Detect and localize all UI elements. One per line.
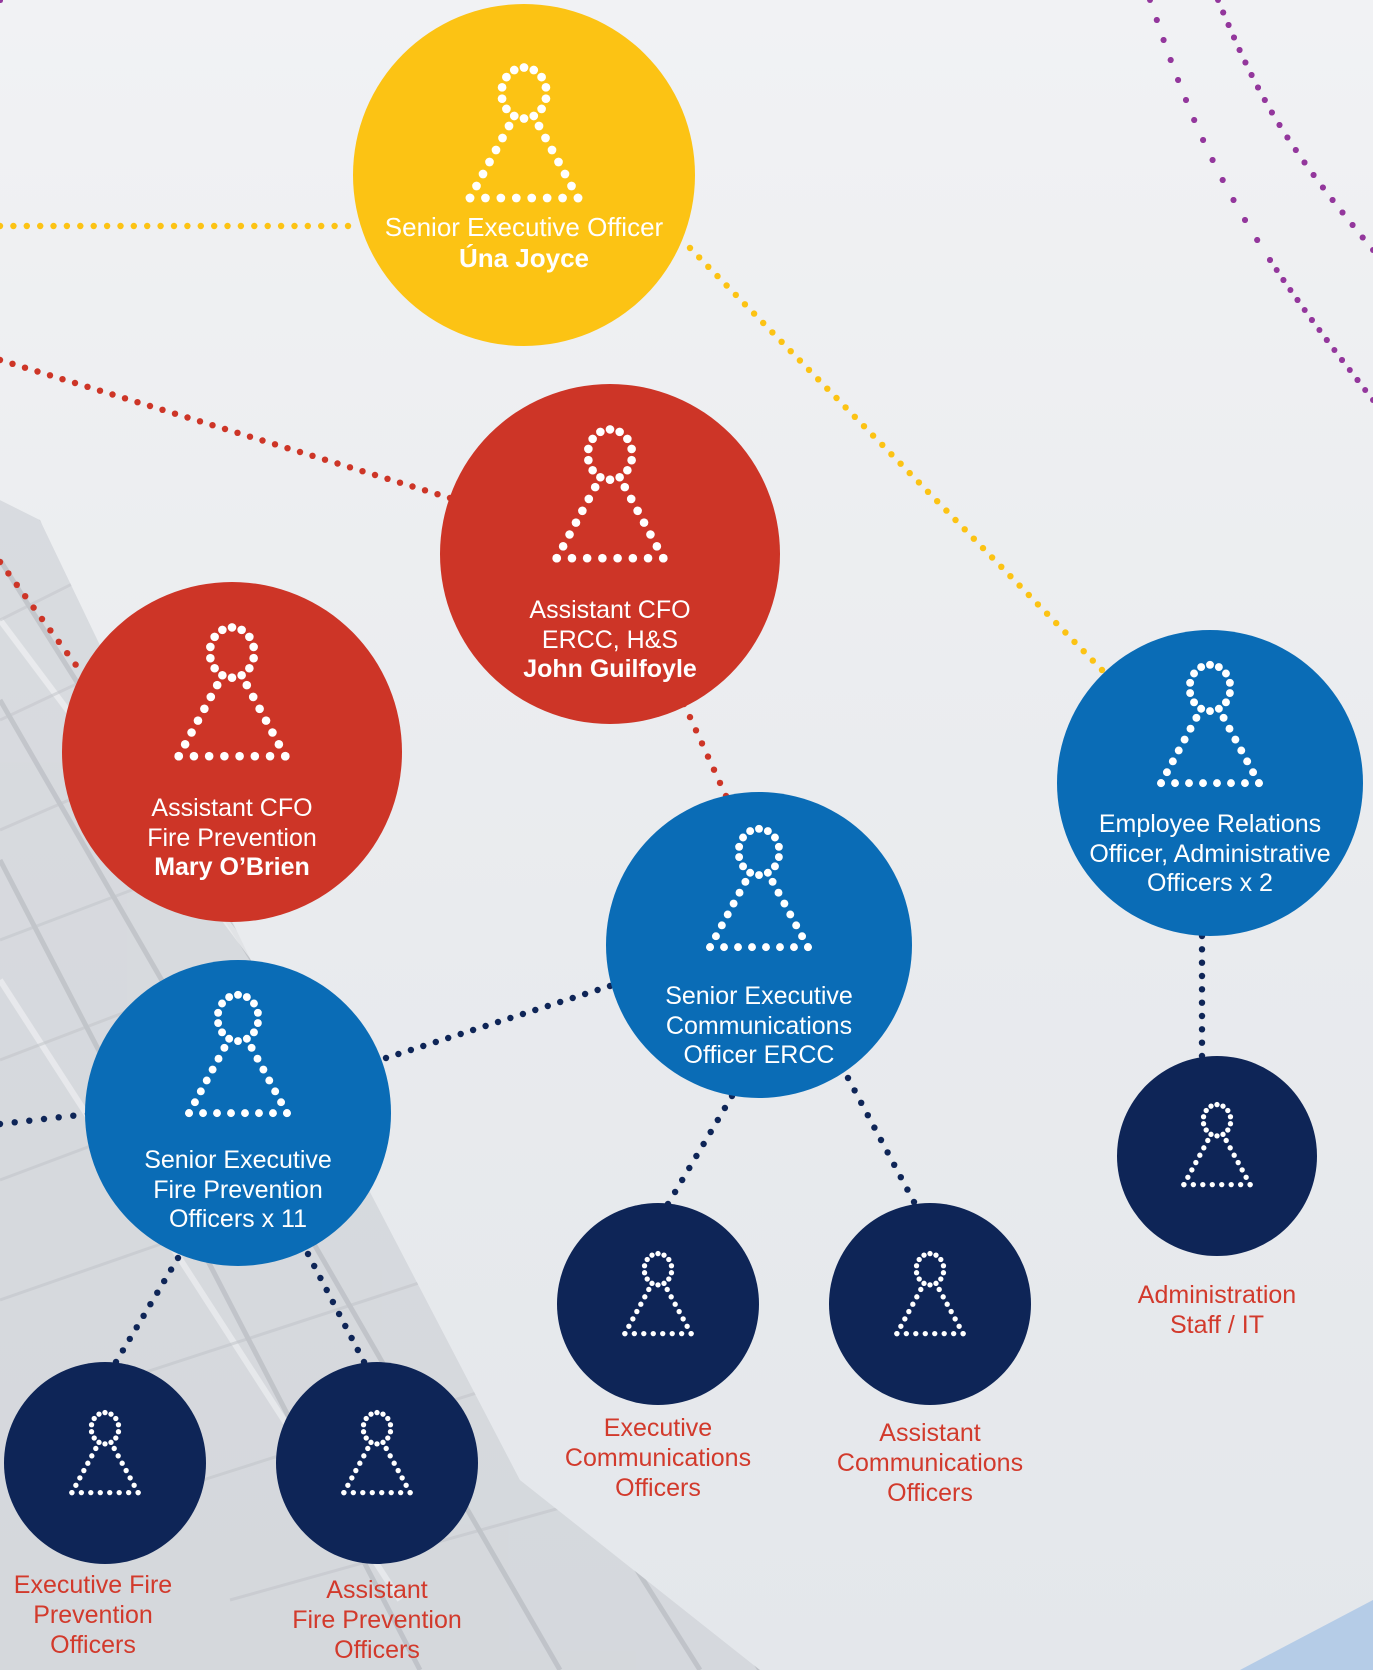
label-line: Communications <box>564 1444 752 1472</box>
role-text: Officers x 11 <box>168 1205 307 1233</box>
connector-seo-left <box>0 222 352 230</box>
label-line: Officers <box>887 1479 973 1507</box>
node-assistant-communications-officers <box>829 1203 1031 1405</box>
role-text: Assistant CFO <box>151 794 313 822</box>
person-outline-icon <box>1181 1101 1253 1188</box>
person-outline-icon <box>69 1409 141 1496</box>
connector-sefpo-seco <box>382 982 614 1062</box>
label-executive-communications-officers: Executive Communications Officers <box>533 1413 783 1503</box>
label-line: Officers <box>50 1631 136 1659</box>
connector-seo-ero <box>686 244 1106 674</box>
person-name: Mary O’Brien <box>154 853 310 881</box>
node-senior-executive-communications-officer: Senior Executive Communications Officer … <box>606 792 912 1098</box>
person-outline-icon <box>1157 660 1263 788</box>
node-label: Assistant CFO ERCC, H&S John Guilfoyle <box>523 596 697 685</box>
label-line: Prevention <box>33 1601 153 1629</box>
decorative-arc-1 <box>1354 377 1373 403</box>
decorative-arc-2 <box>1359 234 1373 253</box>
label-line: Officers <box>334 1636 420 1664</box>
person-outline-icon <box>185 990 291 1118</box>
connector-sefpo-afpo <box>304 1250 368 1366</box>
role-text: Employee Relations <box>1098 810 1322 838</box>
node-executive-communications-officers <box>557 1203 759 1405</box>
label-line: Assistant <box>879 1419 981 1447</box>
role-text: Officers x 2 <box>1147 869 1273 897</box>
person-outline-icon <box>894 1250 966 1337</box>
role-text: Officer ERCC <box>683 1041 835 1069</box>
decorative-arc-3 <box>0 0 3 3</box>
label-line: Executive Fire <box>13 1571 173 1599</box>
node-label: Senior Executive Fire Prevention Officer… <box>144 1146 332 1235</box>
person-outline-icon <box>174 623 290 761</box>
role-text: Senior Executive <box>144 1146 332 1174</box>
node-senior-executive-officer: Senior Executive Officer Úna Joyce <box>353 4 695 346</box>
person-outline-icon <box>552 425 668 563</box>
label-line: Executive <box>603 1414 713 1442</box>
connector-acfo-ercc-seco <box>680 700 730 800</box>
node-senior-executive-fire-prevention-officers: Senior Executive Fire Prevention Officer… <box>85 960 391 1266</box>
role-text: Senior Executive <box>665 982 853 1010</box>
role-text: Fire Prevention <box>153 1175 323 1204</box>
node-label: Senior Executive Communications Officer … <box>665 982 853 1071</box>
role-text: Senior Executive Officer <box>384 212 664 242</box>
person-outline-icon <box>706 824 812 952</box>
label-line: Staff / IT <box>1169 1311 1265 1339</box>
node-employee-relations-officer: Employee Relations Officer, Administrati… <box>1057 630 1363 936</box>
role-text: Officer, Administrative <box>1089 839 1331 868</box>
label-assistant-fire-prevention-officers: Assistant Fire Prevention Officers <box>262 1575 492 1665</box>
label-line: Communications <box>836 1449 1024 1477</box>
connector-sefpo-efpo <box>112 1254 182 1366</box>
label-line: Fire Prevention <box>292 1606 462 1634</box>
node-assistant-cfo-fire-prevention: Assistant CFO Fire Prevention Mary O’Bri… <box>62 582 402 922</box>
node-label: Senior Executive Officer Úna Joyce <box>385 212 663 273</box>
role-text: Fire Prevention <box>147 823 317 852</box>
person-outline-icon <box>622 1250 694 1337</box>
node-label: Employee Relations Officer, Administrati… <box>1089 810 1330 899</box>
node-assistant-cfo-ercc: Assistant CFO ERCC, H&S John Guilfoyle <box>440 384 780 724</box>
connector-acfo-ercc-left <box>0 356 454 502</box>
label-line: Assistant <box>326 1576 428 1604</box>
connector-seco-eco <box>664 1092 736 1208</box>
label-administration-staff: Administration Staff / IT <box>1117 1280 1317 1340</box>
connector-seco-aco <box>844 1074 918 1206</box>
label-assistant-communications-officers: Assistant Communications Officers <box>805 1418 1055 1508</box>
corner-accent-shape <box>1240 1600 1373 1670</box>
label-line: Officers <box>615 1474 701 1502</box>
connector-ero-admin <box>1198 932 1206 1060</box>
label-line: Administration <box>1137 1281 1297 1309</box>
role-text: Communications <box>665 1011 853 1040</box>
node-assistant-fire-prevention-officers <box>276 1362 478 1564</box>
connector-acfo-fp-left <box>0 558 88 680</box>
connector-sefpo-left <box>0 1110 92 1128</box>
person-outline-icon <box>341 1409 413 1496</box>
node-administration-staff <box>1117 1056 1317 1256</box>
role-text: Assistant CFO <box>529 596 691 624</box>
role-text: ERCC, H&S <box>541 625 679 654</box>
person-name: Úna Joyce <box>458 242 590 273</box>
node-label: Assistant CFO Fire Prevention Mary O’Bri… <box>147 794 317 883</box>
label-executive-fire-prevention-officers: Executive Fire Prevention Officers <box>0 1570 186 1660</box>
person-outline-icon <box>465 63 583 203</box>
node-executive-fire-prevention-officers <box>4 1362 206 1564</box>
person-name: John Guilfoyle <box>523 655 697 683</box>
